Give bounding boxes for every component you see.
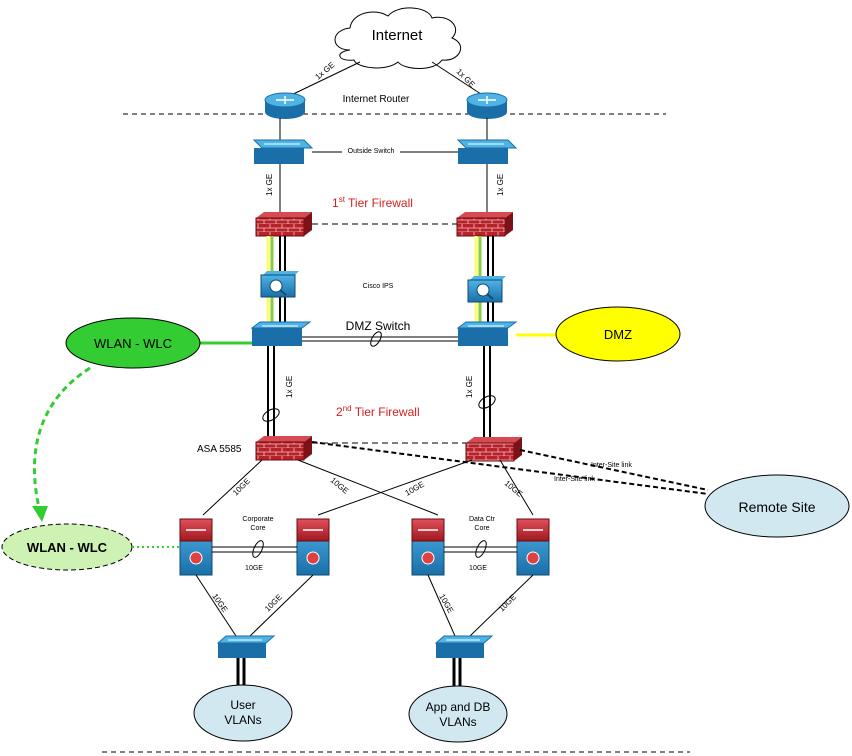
app-db-vlans-label-2: VLANs <box>439 715 476 729</box>
internet-router-label: Internet Router <box>343 94 410 105</box>
tenge-label-h: 10GE <box>497 593 518 614</box>
ge-label-dmz-left: 1x GE <box>285 376 294 398</box>
app-db-vlans-ellipse <box>408 685 508 743</box>
access-switch-user <box>216 635 276 658</box>
internet-cloud: Internet <box>334 7 462 69</box>
tenge-label-b: 10GE <box>329 476 350 496</box>
outside-switch-right <box>456 139 518 164</box>
core-switch-dc-right <box>516 518 550 576</box>
user-vlans-label-1: User <box>230 698 255 712</box>
outside-switch-label: Outside Switch <box>348 148 395 155</box>
remote-site-label: Remote Site <box>738 499 815 515</box>
dmz-switch-label: DMZ Switch <box>346 319 411 333</box>
corporate-core-label-1: Corporate <box>242 516 273 523</box>
asa-firewall-right <box>465 437 522 462</box>
asa-label: ASA 5585 <box>197 444 242 455</box>
ips-right <box>467 276 506 303</box>
internet-router-right <box>466 92 508 119</box>
tier1-firewall-title: 1st Tier Firewall <box>332 195 413 210</box>
tenge-label-e: 10GE <box>210 592 229 614</box>
access-switch-app <box>434 635 494 658</box>
tier1-firewall-right <box>456 212 513 237</box>
ge-label-outside-right: 1x GE <box>496 174 505 196</box>
link-internet-left <box>284 61 361 99</box>
ge-label-internet-right: 1x GE <box>455 67 477 89</box>
outside-switch-left <box>252 139 314 164</box>
inter-site-link-1 <box>311 441 709 495</box>
user-vlans-label-2: VLANs <box>224 713 261 727</box>
inter-site-label-1: Inter-Site link <box>591 462 632 469</box>
core-switch-corp-left <box>179 518 213 576</box>
tenge-label-c: 10GE <box>404 480 426 498</box>
dmz-asa-links-right <box>478 346 496 438</box>
wlan-replication-arrow <box>33 366 91 513</box>
inter-site-label-2: Inter-Site link <box>554 476 595 483</box>
internet-router-left <box>264 92 306 119</box>
datactr-core-label-2: Core <box>474 525 489 532</box>
tenge-label-dc: 10GE <box>469 565 487 572</box>
internet-label: Internet <box>372 27 424 44</box>
app-db-vlans-label-1: App and DB <box>426 700 491 714</box>
dmz-ellipse <box>555 306 681 362</box>
ge-label-dmz-right: 1x GE <box>465 376 474 398</box>
user-vlans-ellipse <box>193 684 293 742</box>
remote-site-ellipse <box>704 474 850 538</box>
tenge-label-corp: 10GE <box>245 565 263 572</box>
core-switch-corp-right <box>296 518 330 576</box>
dmz-switch-left <box>250 321 312 346</box>
tier1-firewall-left <box>255 212 312 237</box>
wlan-wlc-ellipse <box>65 317 201 369</box>
wlan-wlc-label: WLAN - WLC <box>94 336 172 351</box>
corporate-core-label-2: Core <box>250 525 265 532</box>
tier2-firewall-title: 2nd Tier Firewall <box>336 404 420 419</box>
tenge-label-f: 10GE <box>263 593 284 614</box>
asa-firewall-left <box>255 436 312 461</box>
dmz-label: DMZ <box>604 327 632 342</box>
link-internet-right <box>431 61 488 99</box>
datactr-core-label-1: Data Ctr <box>469 516 496 523</box>
ips-left <box>260 271 299 298</box>
tenge-label-a: 10GE <box>231 477 252 498</box>
dmz-asa-links-left <box>262 346 280 438</box>
inter-site-link-2 <box>519 449 709 491</box>
cisco-ips-label: Cisco IPS <box>363 283 394 290</box>
core-switch-dc-left <box>411 518 445 576</box>
wlan-wlc-remote-label: WLAN - WLC <box>27 540 108 555</box>
ge-label-outside-left: 1x GE <box>265 174 274 196</box>
dmz-switch-right <box>456 321 518 346</box>
tenge-label-g: 10GE <box>437 593 455 615</box>
